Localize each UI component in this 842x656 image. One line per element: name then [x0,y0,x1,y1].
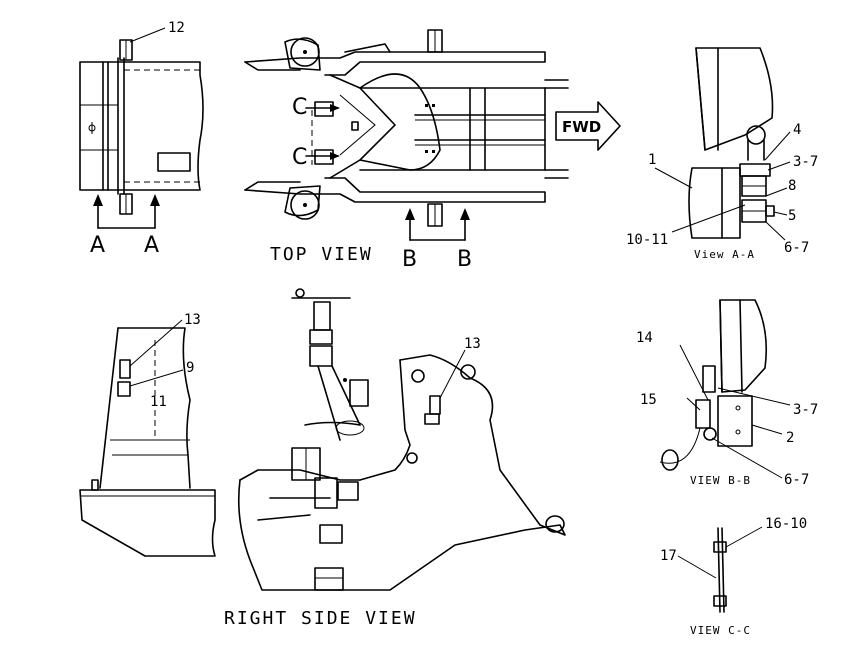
view-bb-detail [659,299,791,479]
section-mark-a-right: A [144,233,159,258]
view-aa-label: View A-A [694,248,755,261]
right-side-view-label: RIGHT SIDE VIEW [224,608,417,629]
view-bb-label: VIEW B-B [690,474,751,487]
callout-3-7-a: 3-7 [793,154,818,170]
callout-10-11: 10-11 [626,232,668,248]
section-mark-b-right: B [457,247,472,272]
section-mark-c-top: C [292,95,307,120]
view-cc-label: VIEW C-C [690,624,751,637]
callout-15: 15 [640,392,657,408]
callout-4: 4 [793,122,801,138]
callout-3-7-b: 3-7 [793,402,818,418]
callout-12: 12 [168,20,185,36]
section-mark-a-left: A [90,233,105,258]
callout-6-7-b: 6-7 [784,472,809,488]
callout-14: 14 [636,330,653,346]
top-view-label: TOP VIEW [270,244,373,265]
bracket-detail-top-left [79,27,204,229]
callout-9: 9 [186,360,194,376]
callout-13-right: 13 [464,336,481,352]
section-mark-b-left: B [402,247,417,272]
view-aa-detail [654,47,791,241]
forward-arrow-icon [555,101,621,151]
fwd-label: FWD [562,118,601,136]
callout-5: 5 [788,208,796,224]
top-view-frame [244,29,569,241]
right-side-view-frame [237,288,566,591]
callout-13-left: 13 [184,312,201,328]
callout-6-7-a: 6-7 [784,240,809,256]
view-cc-detail [677,526,763,613]
callout-8: 8 [788,178,796,194]
callout-16-10: 16-10 [765,516,807,532]
callout-1: 1 [648,152,656,168]
callout-11: 11 [150,394,167,410]
callout-17: 17 [660,548,677,564]
lower-left-detail [79,319,216,557]
section-mark-c-bottom: C [292,145,307,170]
callout-2: 2 [786,430,794,446]
